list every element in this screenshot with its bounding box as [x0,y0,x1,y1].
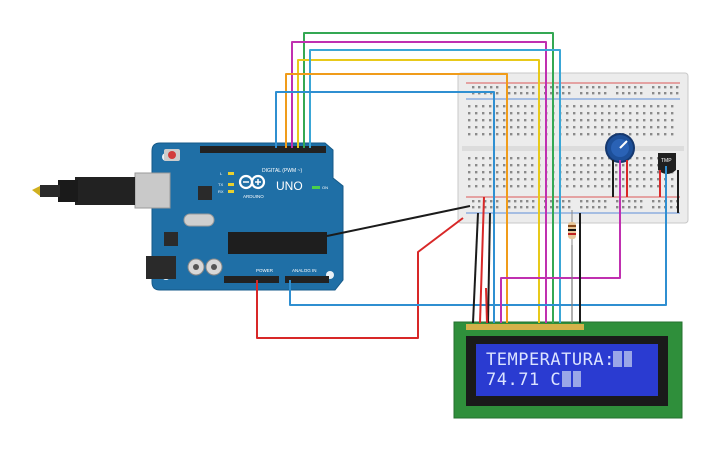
led-label-l: L [220,171,223,176]
microcontroller-chip [228,232,327,254]
wire-cyan [309,49,561,323]
wire-magenta-pot [500,160,621,323]
usb-port [134,172,171,209]
board-brand: ARDUINO [243,194,264,199]
sensor-label: TMP [661,158,672,164]
wire-blue-top [275,91,495,323]
digital-header [200,146,326,153]
usb-cable [32,177,135,205]
wire-red-lcd-a [485,287,488,324]
led-label-rx: RX [218,189,224,194]
potentiometer[interactable] [605,133,635,163]
wire-blue-sensor [289,166,667,306]
power-header-label: POWER [256,268,274,273]
wires [256,32,679,339]
wire-orange [285,73,508,323]
wire-magenta [291,41,547,323]
digital-header-label: DIGITAL (PWM ~) [262,168,302,174]
resistor [568,210,576,245]
lcd-header-pins [466,324,584,330]
wire-yellow [297,59,540,323]
arduino-board: UNO ARDUINO DIGITAL (PWM ~) POWER ANALOG… [134,142,344,291]
wire-red-5v [256,217,464,339]
wire-black-lcd1 [472,212,479,324]
analog-header-label: ANALOG IN [292,268,317,273]
lcd-line-2: 74.71 C [486,370,561,390]
power-header [224,276,279,283]
analog-header [285,276,329,283]
breadboard [457,72,689,224]
lcd-line-1: TEMPERATURA: [486,350,615,370]
wire-green [303,32,554,323]
on-led-label: ON [322,185,328,190]
breadboard-holes [468,86,679,209]
wire-black-gnd [326,205,471,237]
wire-red-lcd [479,196,485,324]
board-model: UNO [276,179,303,193]
power-jack [146,256,176,279]
lcd-block-line2 [562,371,571,387]
wire-black-lcd2 [487,212,491,324]
lcd-module: TEMPERATURA: 74.71 C [453,321,683,419]
temperature-sensor: TMP [658,153,676,174]
arduino-logo [238,174,266,190]
led-label-tx: TX [218,182,223,187]
lcd-block-line1 [613,351,622,367]
